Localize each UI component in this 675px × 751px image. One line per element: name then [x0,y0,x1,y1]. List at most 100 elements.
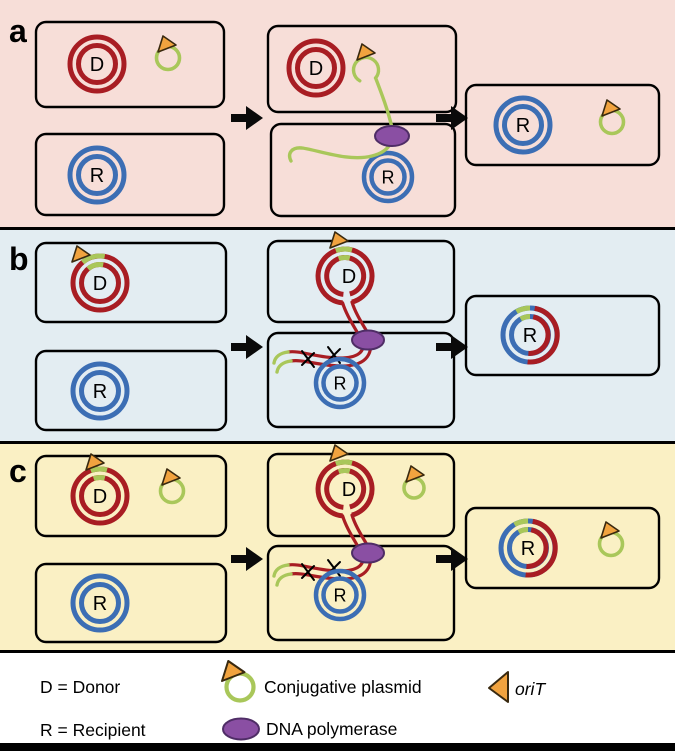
arrow-right-icon [231,335,263,359]
conjugative-plasmid-icon [158,468,186,505]
panel-b-graphic: b D R D [9,231,661,432]
orit-icon [329,231,349,249]
plasmid-segment-tip [275,359,293,374]
arrow-right-icon [231,547,263,571]
panel-b-label: b [9,241,29,277]
conjugative-plasmid-icon [597,521,625,558]
donor-cell [34,20,226,109]
recipient-letter: R [521,538,535,560]
plasmid-segment [519,314,531,322]
figure-legend: D = Donor R = Recipient Conjugative plas… [0,653,675,743]
integrated-plasmid-segment [80,253,106,265]
plasmid-segment-tip [272,563,290,578]
panel-c-graphic: c D R [9,444,661,644]
arrow-right-icon [436,106,468,130]
recipient-chromosome: R [496,98,550,152]
recipient-cell-mating [269,122,457,218]
panel-c-label: c [9,453,27,489]
orit-segment [92,474,106,482]
panel-a-graphic: a D R D R [9,13,661,218]
legend-graphic: D = Donor R = Recipient Conjugative plas… [40,660,546,741]
recipient-chromosome: R [316,571,364,619]
recipient-letter: R [90,165,104,187]
orit-icon [221,660,246,682]
recombinant-chromosome: R [501,521,555,575]
panel-a: a D R D R [0,0,675,227]
recombined-donor-dna [525,518,558,578]
conjugative-plasmid-icon [221,660,256,703]
recipient-letter: R [93,593,107,615]
dna-polymerase-icon [351,329,385,351]
recipient-letter: R [516,115,530,137]
dna-polymerase-icon [351,542,385,564]
recombination-cross-icon [301,563,315,581]
donor-letter: D [93,486,107,508]
plasmid-segment-tip [275,572,293,587]
dna-polymerase-icon [222,717,260,741]
arrow-right-icon [231,106,263,130]
arrow-right-icon [436,547,468,571]
recipient-cell [34,349,228,432]
donor-letter: D [309,58,323,80]
legend-polymerase-label: DNA polymerase [266,719,397,739]
recombined-donor-dna [527,305,560,365]
transconjugant-cell [464,83,661,167]
integrated-plasmid-segment [86,262,104,271]
recipient-chromosome: R [364,153,412,201]
conjugative-plasmid-icon [154,35,182,72]
legend-donor-label: D = Donor [40,677,120,697]
donor-letter: D [93,273,107,295]
donor-chromosome: D [70,37,124,91]
recipient-chromosome: R [73,576,127,630]
panel-c: c D R [0,444,675,650]
recombination-cross-icon [301,350,315,368]
donor-cell [34,454,228,538]
panel-b: b D R D [0,230,675,441]
donor-chromosome: D [73,469,127,523]
plasmid-segment [515,305,531,314]
plasmid-segment [513,518,529,527]
recombined-donor-dna [528,314,551,356]
donor-letter: D [342,266,356,288]
orit-icon [488,671,509,703]
legend-orit-label: oriT [515,679,546,699]
orit-segment [334,459,353,467]
plasmid-segment-tip [272,350,290,365]
transconjugant-cell [464,294,661,377]
transferring-plasmid-strand [287,76,395,163]
bottom-rule [0,743,675,751]
recipient-letter: R [382,167,395,187]
transferring-dna-strand [289,513,373,581]
plasmid-segment [517,527,529,535]
donor-cell-mating [266,24,458,114]
dna-polymerase-icon [374,125,410,147]
donor-chromosome: D [289,41,343,95]
recipient-chromosome: R [70,148,124,202]
donor-letter: D [342,479,356,501]
recipient-cell [34,132,226,217]
transferring-dna-strand [286,301,365,360]
conjugative-plasmid-icon [402,465,426,500]
transferring-dna-strand [286,514,365,573]
donor-cell [34,241,228,324]
integrated-plasmid-segment [334,246,353,254]
recipient-chromosome: R [316,359,364,407]
integrated-plasmid-segment [337,254,351,262]
legend-plasmid-label: Conjugative plasmid [264,677,422,697]
recipient-letter: R [334,585,347,605]
transconjugant-cell [464,506,661,590]
recipient-letter: R [93,381,107,403]
orit-icon [329,444,349,462]
orit-segment [89,466,108,474]
conjugative-plasmid-icon [598,99,626,136]
recombinant-chromosome: R [503,308,557,362]
panel-divider [0,441,675,444]
legend-recipient-label: R = Recipient [40,720,146,740]
recipient-letter: R [523,325,537,347]
panel-divider [0,650,675,653]
panel-a-label: a [9,13,27,49]
recipient-cell [34,562,228,644]
orit-segment [337,467,351,475]
recipient-letter: R [334,373,347,393]
